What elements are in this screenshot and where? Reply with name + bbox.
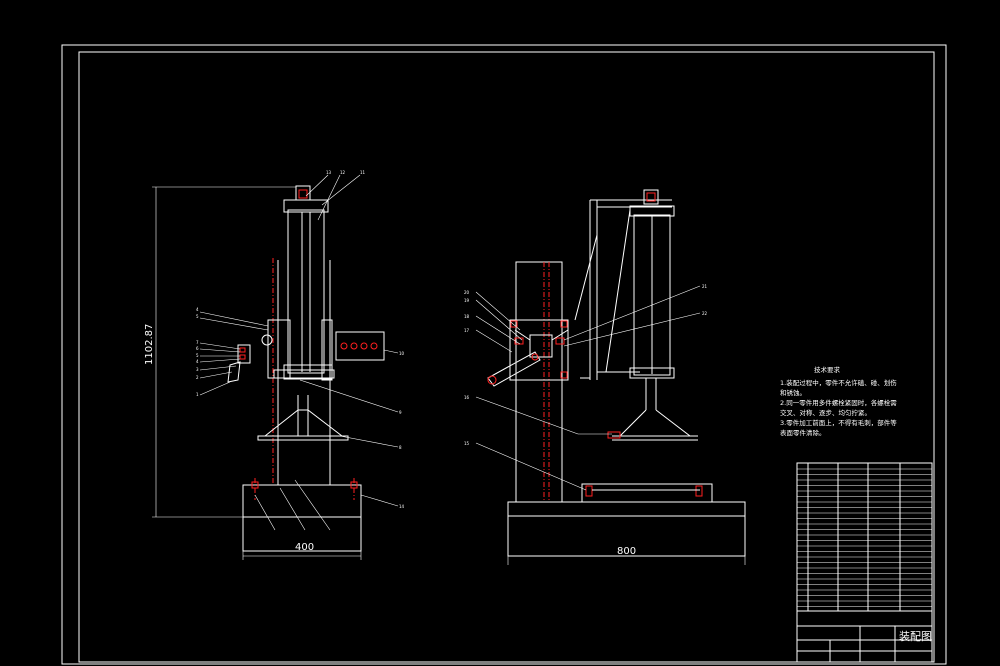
- svg-text:11: 11: [360, 170, 366, 175]
- tech-note-line: 和锈蚀。: [780, 388, 806, 397]
- svg-text:2: 2: [196, 375, 199, 380]
- svg-text:4: 4: [196, 359, 199, 364]
- tech-note-line: 交叉、对称、逐步、均匀拧紧。: [780, 408, 871, 417]
- svg-text:21: 21: [702, 284, 708, 289]
- svg-text:1: 1: [196, 392, 199, 397]
- svg-text:8: 8: [399, 445, 402, 450]
- svg-text:7: 7: [196, 340, 199, 345]
- outer-frame: [61, 44, 947, 665]
- svg-text:15: 15: [464, 441, 470, 446]
- tech-note-line: 2.同一零件用多件螺栓紧固时，各螺栓需: [780, 398, 897, 407]
- tech-note-line: 表面零件清除。: [780, 428, 826, 437]
- tech-note-line: 1.装配过程中，零件不允许磕、碰、划伤: [780, 378, 897, 387]
- svg-text:16: 16: [464, 395, 470, 400]
- svg-text:18: 18: [464, 314, 470, 319]
- svg-text:20: 20: [464, 290, 470, 295]
- left-control-panel: [335, 331, 385, 361]
- right-cylinder: [633, 214, 671, 376]
- tech-note-line: 3.零件加工前面上，不得有毛刺，部件等: [780, 418, 897, 427]
- svg-text:10: 10: [399, 351, 405, 356]
- tech-notes: 技术要求 1.装配过程中，零件不允许磕、碰、划伤 和锈蚀。 2.同一零件用多件螺…: [780, 365, 897, 437]
- svg-text:4: 4: [196, 307, 199, 312]
- title-block: 装配图: [796, 610, 933, 663]
- drawing-title: 装配图: [899, 630, 932, 643]
- svg-text:12: 12: [340, 170, 346, 175]
- parts-list: [796, 462, 933, 612]
- left-base-lower: [242, 516, 362, 552]
- svg-text:14: 14: [399, 504, 405, 509]
- tech-notes-title: 技术要求: [814, 365, 841, 374]
- left-height-dimension: 1102.87: [144, 324, 155, 365]
- svg-text:17: 17: [464, 328, 470, 333]
- left-view: 4 5 7 6 5 4 3 2 1 13 12 11 10 9 8 14 110…: [144, 170, 405, 560]
- right-column: [515, 261, 563, 503]
- right-width-dimension: 800: [617, 546, 636, 557]
- left-cylinder: [287, 209, 325, 374]
- svg-text:19: 19: [464, 298, 470, 303]
- inner-frame: [78, 51, 935, 663]
- right-view: 20 19 18 17 16 15 21 22 800: [464, 189, 746, 565]
- svg-text:5: 5: [196, 314, 199, 319]
- svg-text:3: 3: [196, 367, 199, 372]
- left-width-dimension: 400: [295, 542, 314, 553]
- svg-text:22: 22: [702, 311, 708, 316]
- svg-text:5: 5: [196, 353, 199, 358]
- svg-text:13: 13: [326, 170, 332, 175]
- svg-text:9: 9: [399, 410, 402, 415]
- svg-text:6: 6: [196, 346, 199, 351]
